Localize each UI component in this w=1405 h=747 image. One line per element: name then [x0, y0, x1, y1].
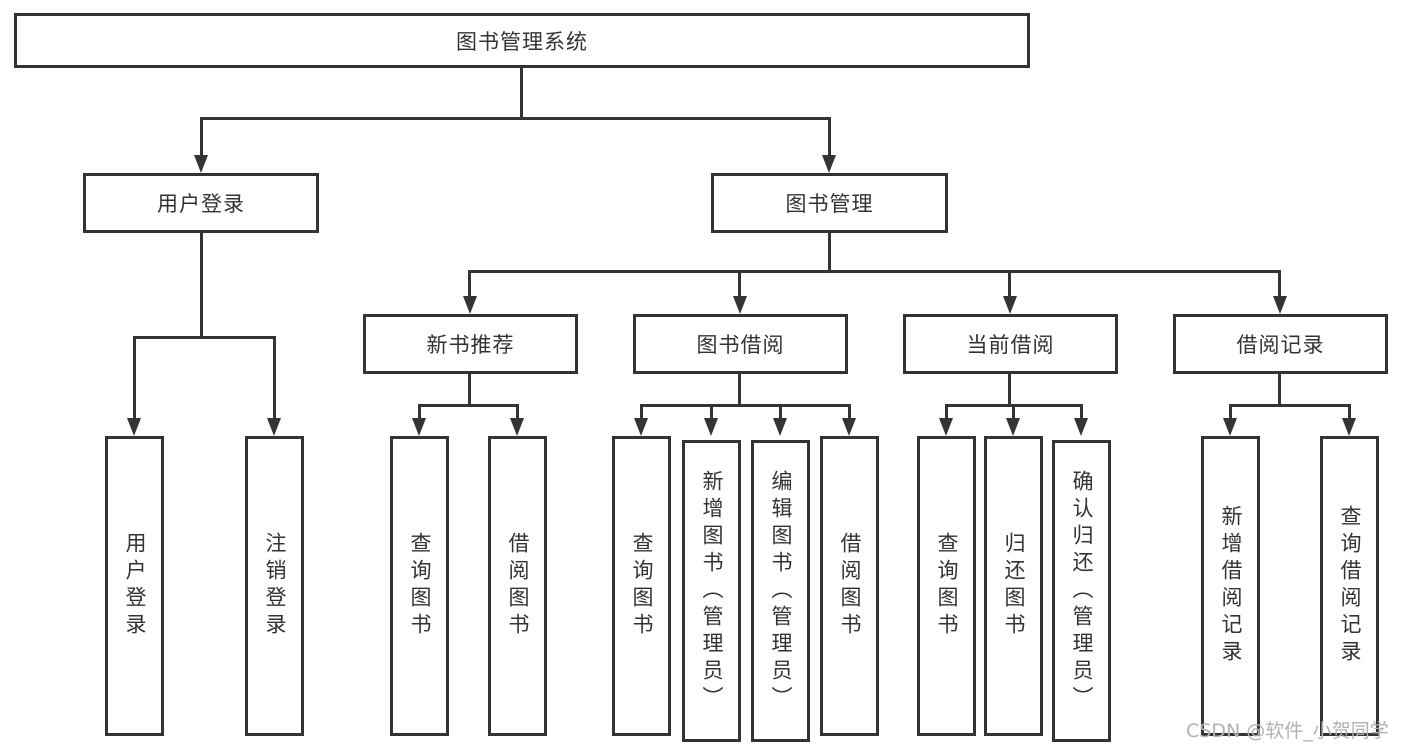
node-book-borrowing-label: 图书借阅 — [696, 333, 785, 357]
connector-book-mgmt-rail — [468, 270, 1281, 273]
leaf-br-query-record-label: 查询借阅记录 — [1338, 505, 1362, 667]
node-book-management: 图书管理 — [711, 173, 948, 233]
connector-drop — [1348, 404, 1351, 419]
connector-drop-leaf-logout — [273, 336, 276, 419]
leaf-br-add-record: 新增借阅记录 — [1201, 436, 1260, 736]
leaf-cb-confirm-return-admin: 确认归还（管理员） — [1052, 440, 1111, 742]
arrow-down-icon — [822, 155, 836, 173]
node-book-management-label: 图书管理 — [785, 192, 874, 216]
connector-drop-book-mgmt — [828, 117, 831, 155]
connector-drop-current-borrow — [1008, 270, 1011, 298]
connector-borrow-records-stem — [1278, 373, 1281, 406]
connector-current-borrow-stem — [1008, 373, 1011, 406]
arrow-down-icon — [733, 296, 747, 314]
leaf-cb-query-books: 查询图书 — [917, 436, 976, 736]
connector-drop-user-login — [200, 117, 203, 155]
node-book-borrowing: 图书借阅 — [633, 314, 848, 374]
connector-new-book-rail — [418, 404, 519, 407]
connector-drop — [945, 404, 948, 419]
arrow-down-icon — [773, 418, 787, 436]
csdn-watermark: CSDN @软件_小贺同学 — [1186, 720, 1389, 742]
leaf-user-login-label: 用户登录 — [123, 532, 147, 640]
connector-borrow-records-rail — [1229, 404, 1351, 407]
connector-drop — [710, 404, 713, 419]
arrow-down-icon — [1006, 418, 1020, 436]
arrow-down-icon — [939, 418, 953, 436]
connector-drop — [1229, 404, 1232, 419]
connector-drop — [1080, 404, 1083, 419]
leaf-bb-edit-books-admin-label: 编辑图书（管理员） — [769, 469, 793, 713]
leaf-bb-borrow-books: 借阅图书 — [820, 436, 879, 736]
connector-drop — [848, 404, 851, 419]
connector-user-login-stem — [200, 233, 203, 338]
leaf-bb-query-books-label: 查询图书 — [630, 532, 654, 640]
connector-root-rail — [200, 117, 831, 120]
arrow-down-icon — [1223, 418, 1237, 436]
arrow-down-icon — [510, 418, 524, 436]
connector-drop — [779, 404, 782, 419]
node-new-book-recommend-label: 新书推荐 — [426, 333, 515, 357]
connector-book-borrow-rail — [640, 404, 850, 407]
leaf-nbr-borrow-books: 借阅图书 — [488, 436, 547, 736]
leaf-nbr-query-books-label: 查询图书 — [408, 532, 432, 640]
leaf-user-login: 用户登录 — [105, 436, 164, 736]
leaf-bb-query-books: 查询图书 — [612, 436, 671, 736]
leaf-logout-label: 注销登录 — [263, 532, 287, 640]
connector-user-login-rail — [133, 336, 276, 339]
arrow-down-icon — [463, 296, 477, 314]
connector-drop — [516, 404, 519, 419]
leaf-br-add-record-label: 新增借阅记录 — [1219, 505, 1243, 667]
connector-drop-borrow-records — [1278, 270, 1281, 298]
arrow-down-icon — [412, 418, 426, 436]
leaf-bb-edit-books-admin: 编辑图书（管理员） — [751, 440, 810, 742]
arrow-down-icon — [267, 418, 281, 436]
arrow-down-icon — [194, 155, 208, 173]
arrow-down-icon — [634, 418, 648, 436]
connector-drop-new-book — [468, 270, 471, 298]
leaf-bb-borrow-books-label: 借阅图书 — [838, 532, 862, 640]
connector-drop — [640, 404, 643, 419]
leaf-cb-query-books-label: 查询图书 — [935, 532, 959, 640]
node-current-borrowing: 当前借阅 — [903, 314, 1118, 374]
node-library-system: 图书管理系统 — [14, 13, 1030, 68]
node-library-system-label: 图书管理系统 — [456, 29, 588, 54]
leaf-nbr-query-books: 查询图书 — [390, 436, 449, 736]
leaf-br-query-record: 查询借阅记录 — [1320, 436, 1379, 736]
connector-root-stem — [520, 68, 523, 118]
arrow-down-icon — [1074, 418, 1088, 436]
leaf-bb-add-books-admin-label: 新增图书（管理员） — [700, 469, 724, 713]
connector-drop-leaf-user-login — [133, 336, 136, 419]
node-current-borrowing-label: 当前借阅 — [966, 333, 1055, 357]
connector-book-borrow-stem — [738, 373, 741, 406]
leaf-cb-return-books-label: 归还图书 — [1002, 532, 1026, 640]
arrow-down-icon — [842, 418, 856, 436]
leaf-bb-add-books-admin: 新增图书（管理员） — [682, 440, 741, 742]
arrow-down-icon — [1273, 296, 1287, 314]
leaf-nbr-borrow-books-label: 借阅图书 — [506, 532, 530, 640]
connector-drop — [418, 404, 421, 419]
connector-drop — [1012, 404, 1015, 419]
leaf-cb-confirm-return-admin-label: 确认归还（管理员） — [1070, 469, 1094, 713]
leaf-cb-return-books: 归还图书 — [984, 436, 1043, 736]
node-user-login-label: 用户登录 — [157, 192, 245, 216]
arrow-down-icon — [1003, 296, 1017, 314]
connector-drop-book-borrow — [738, 270, 741, 298]
arrow-down-icon — [704, 418, 718, 436]
connector-new-book-stem — [468, 373, 471, 406]
arrow-down-icon — [127, 418, 141, 436]
node-borrow-records: 借阅记录 — [1173, 314, 1388, 374]
arrow-down-icon — [1342, 418, 1356, 436]
leaf-logout: 注销登录 — [245, 436, 304, 736]
node-user-login: 用户登录 — [83, 173, 319, 233]
node-borrow-records-label: 借阅记录 — [1236, 333, 1325, 357]
connector-book-mgmt-stem — [828, 233, 831, 272]
node-new-book-recommend: 新书推荐 — [363, 314, 578, 374]
